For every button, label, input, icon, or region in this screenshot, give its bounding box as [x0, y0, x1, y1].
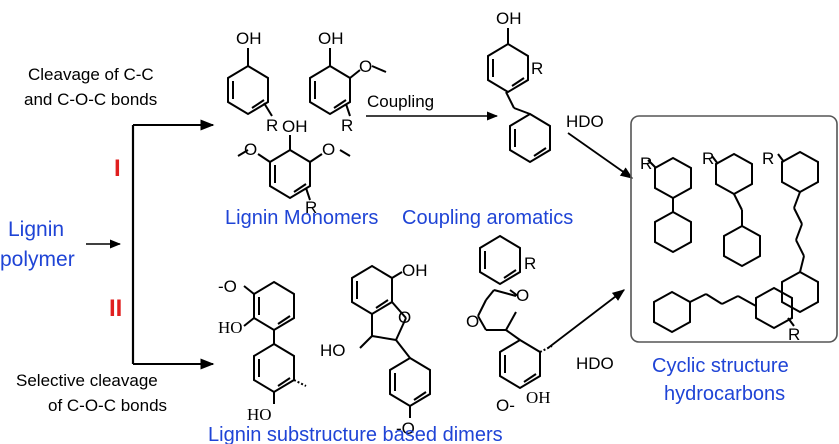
dimer1-methoxy: -O	[218, 277, 237, 296]
hdo-top-arrow	[567, 132, 634, 179]
route-I-condition-line2: and C-O-C bonds	[24, 90, 157, 109]
hdo-bottom-label: HDO	[576, 354, 614, 373]
dimer3-methoxy: O-	[496, 396, 515, 415]
dimer1-ho-top: HO	[218, 318, 243, 337]
route-I-condition-line1: Cleavage of C-C	[28, 65, 154, 84]
dimer3-o-bottom: O	[466, 312, 479, 331]
dimer1-ho-bottom: HO	[247, 405, 272, 424]
dimers-label: Lignin substructure based dimers	[208, 424, 503, 444]
dimer3-r: R	[524, 254, 536, 273]
route-I-label: I	[114, 155, 121, 182]
coupling-label-text: Coupling aromatics	[402, 207, 573, 229]
lignin-label-line2: polymer	[0, 248, 75, 271]
monomer-3-oh: OH	[282, 117, 308, 136]
dimer2-methoxy: -O	[396, 419, 415, 438]
coupling-oh: OH	[496, 9, 522, 28]
cyclic-label-line1: Cyclic structure	[652, 355, 789, 377]
hdo-bottom-arrow	[547, 289, 626, 349]
route-II-condition-line1: Selective cleavage	[16, 371, 158, 390]
monomer-3-o-left: O	[244, 140, 257, 159]
monomer-1-oh: OH	[236, 29, 262, 48]
dimer3-o-top: O	[516, 286, 529, 305]
cyclic-r-2: R	[702, 149, 714, 168]
monomer-2-r: R	[341, 116, 353, 135]
lignin-label-line1: Lignin	[8, 218, 64, 241]
monomer-phenol-structure	[227, 48, 273, 117]
coupling-r: R	[531, 59, 543, 78]
monomer-guaiacol-structure	[309, 48, 387, 117]
cyclic-r-1: R	[640, 154, 652, 173]
dimer2-oh: OH	[402, 261, 428, 280]
route-II-label: II	[109, 295, 122, 322]
monomer-1-r: R	[266, 116, 278, 135]
dimer-furofuran-structure	[477, 234, 553, 390]
monomer-2-oh: OH	[318, 29, 344, 48]
cyclic-r-4: R	[788, 325, 800, 344]
cyclic-label-line2: hydrocarbons	[664, 383, 785, 405]
dimer-biphenyl-structure	[243, 280, 307, 404]
monomer-3-r: R	[305, 198, 317, 217]
dimer2-o: O	[398, 308, 411, 327]
monomers-label: Lignin Monomers	[225, 207, 378, 229]
coupling-aromatic-structure	[487, 28, 551, 164]
dimer2-ho: HO	[320, 341, 346, 360]
cyclic-panel-frame	[630, 115, 838, 343]
dimer3-oh: OH	[526, 388, 551, 407]
monomer-3-o-right: O	[322, 140, 335, 159]
monomer-syringol-structure	[237, 135, 351, 201]
cyclic-r-3: R	[762, 149, 774, 168]
cyclic-structures	[647, 150, 819, 334]
monomer-2-o: O	[359, 57, 372, 76]
dimer-benzofuran-structure	[351, 264, 431, 418]
route-II-condition-line2: of C-O-C bonds	[48, 396, 167, 415]
coupling-label: Coupling	[367, 92, 434, 111]
hdo-top-label: HDO	[566, 112, 604, 131]
